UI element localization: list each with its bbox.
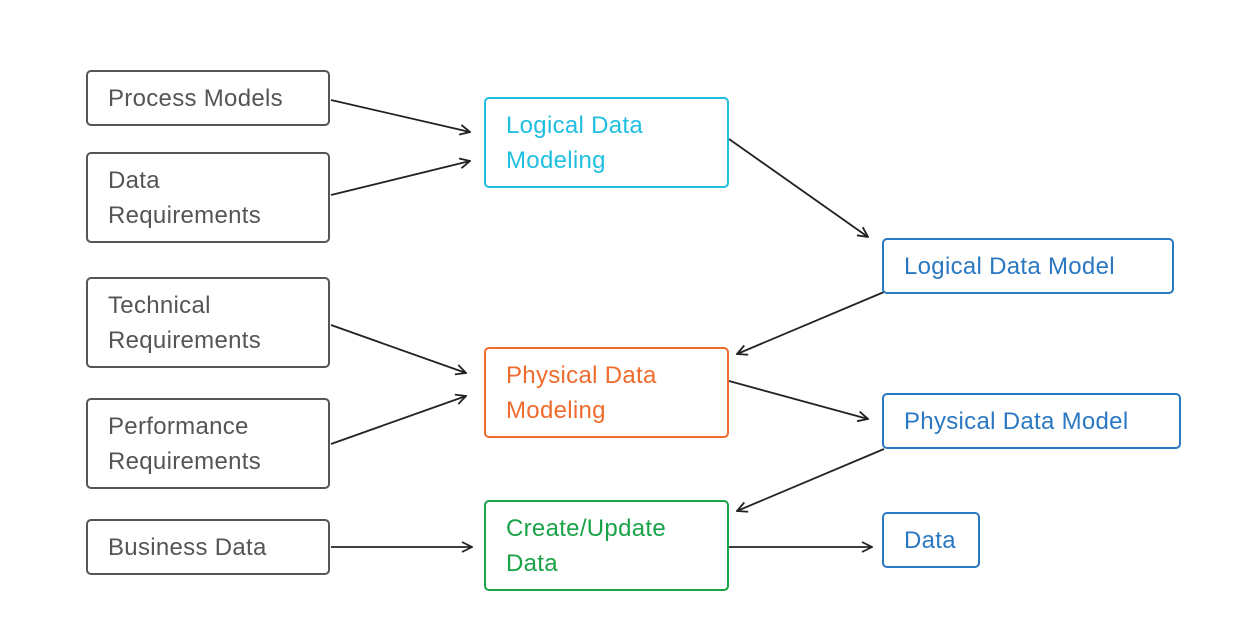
business-data-label: Business Data	[108, 533, 267, 561]
arrow-performance-requirements-to-physical-modeling	[330, 396, 466, 445]
data-label: Data	[904, 526, 956, 554]
physical-data-model-box: Physical Data Model	[882, 393, 1181, 449]
data-requirements-label-line-2: Requirements	[108, 201, 262, 229]
performance-requirements-box: Performance Requirements	[86, 398, 330, 489]
data-box: Data	[882, 512, 980, 568]
data-requirements-box: Data Requirements	[86, 152, 330, 243]
data-requirements-label-line-1: Data	[108, 166, 160, 194]
logical-data-modeling-box: Logical Data Modeling	[484, 97, 729, 188]
process-models-box: Process Models	[86, 70, 330, 126]
arrow-physical-modeling-to-physical-model	[728, 380, 868, 419]
performance-requirements-label-line-2: Requirements	[108, 447, 262, 475]
performance-requirements-label-line-1: Performance	[108, 412, 249, 440]
create-update-data-label-line-2: Data	[506, 549, 558, 577]
arrow-logical-modeling-to-logical-model	[728, 138, 868, 237]
create-update-data-box: Create/Update Data	[484, 500, 729, 591]
physical-data-modeling-label-line-1: Physical Data	[506, 361, 657, 389]
arrow-technical-requirements-to-physical-modeling	[330, 324, 466, 373]
logical-data-model-label: Logical Data Model	[904, 252, 1115, 280]
create-update-data-label-line-1: Create/Update	[506, 514, 666, 542]
arrow-physical-model-to-create-update	[737, 448, 885, 511]
physical-data-model-label: Physical Data Model	[904, 407, 1129, 435]
logical-data-modeling-label-line-2: Modeling	[506, 146, 606, 174]
logical-data-model-box: Logical Data Model	[882, 238, 1174, 294]
technical-requirements-label-line-2: Requirements	[108, 326, 262, 354]
process-models-label: Process Models	[108, 84, 283, 112]
physical-data-modeling-box: Physical Data Modeling	[484, 347, 729, 438]
arrow-process-models-to-logical-modeling	[330, 99, 470, 132]
technical-requirements-box: Technical Requirements	[86, 277, 330, 368]
technical-requirements-label-line-1: Technical	[108, 291, 211, 319]
business-data-box: Business Data	[86, 519, 330, 575]
logical-data-modeling-label-line-1: Logical Data	[506, 111, 644, 139]
arrow-logical-model-to-physical-modeling	[737, 291, 885, 354]
arrow-data-requirements-to-logical-modeling	[330, 161, 470, 196]
physical-data-modeling-label-line-2: Modeling	[506, 396, 606, 424]
